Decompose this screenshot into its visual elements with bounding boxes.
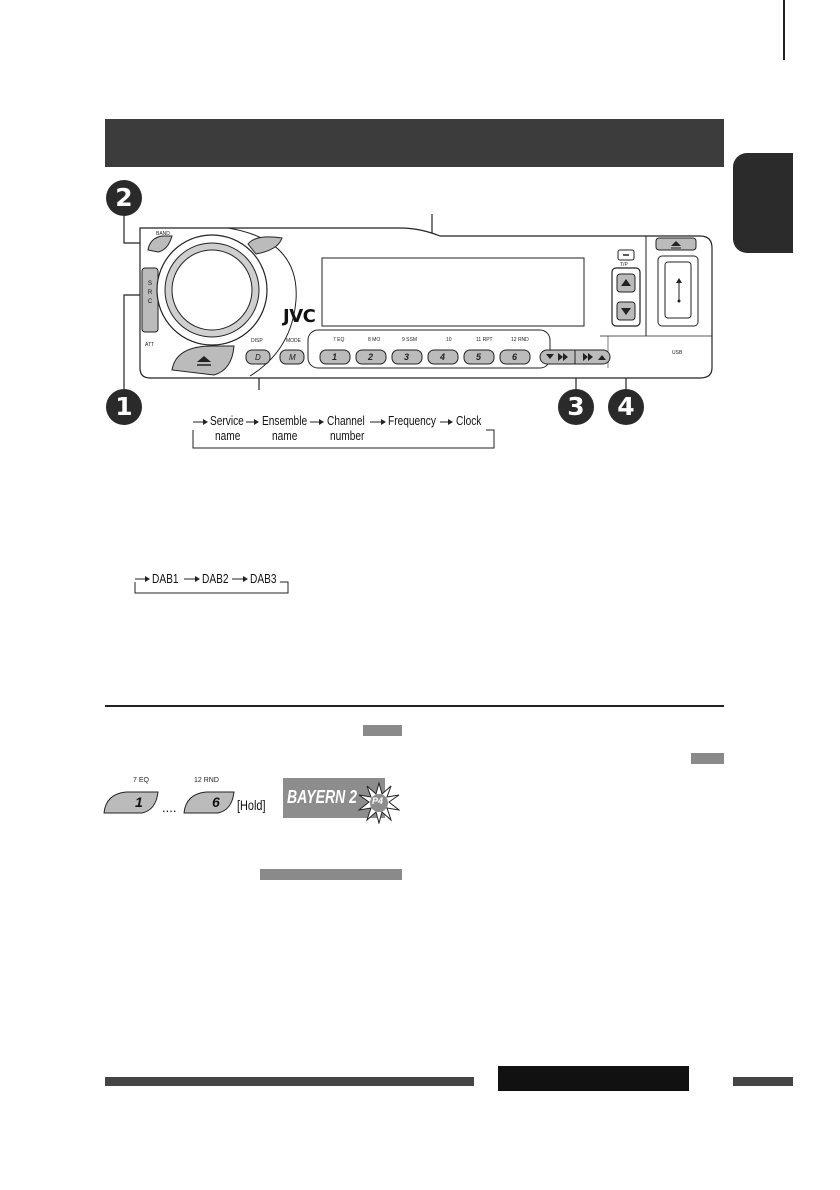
example-station: BAYERN 2	[287, 787, 357, 807]
src-letter-r: R	[147, 290, 153, 296]
section-header-bar	[105, 119, 724, 167]
band-item-dab2: DAB2	[202, 571, 229, 586]
example-btn1: 1	[135, 794, 143, 810]
page-edge-line	[783, 0, 785, 60]
car-stereo-unit	[123, 214, 713, 390]
band-item-dab3: DAB3	[250, 571, 277, 586]
example-preset-burst	[358, 782, 400, 824]
flow-service-line1: Service	[210, 413, 244, 428]
section-divider	[105, 705, 724, 707]
preset-sub-label-10: 10	[446, 337, 452, 343]
preset-button-5: 5	[476, 352, 482, 362]
disp-label: DISP	[251, 338, 263, 344]
preset-sub-label-12: 12 RND	[511, 337, 529, 343]
flow-ensemble-line1: Ensemble	[262, 413, 308, 428]
preset-button-1: 1	[332, 352, 338, 362]
brand-logo: JVC	[283, 306, 316, 327]
d-button-label: D	[255, 353, 261, 362]
example-dots: ....	[162, 800, 177, 815]
preset-sub-label-7: 7 EQ	[333, 337, 345, 343]
preset-button-4: 4	[440, 352, 446, 362]
language-side-tab	[733, 153, 793, 253]
tp-label: T/P	[620, 262, 628, 268]
preset-sub-label-11: 11 RPT	[476, 337, 493, 343]
flow-channel-line2: number	[330, 428, 365, 443]
gray-label-bar-2	[691, 753, 724, 764]
flow-service-line2: name	[215, 428, 241, 443]
callout-3: 3	[558, 389, 594, 425]
flow-item-ensemble: Ensemble name	[262, 413, 320, 443]
example-btn1-sub: 7 EQ	[133, 777, 149, 784]
callout-1: 1	[106, 389, 142, 425]
footer-bar-left	[105, 1077, 474, 1086]
flow-item-clock: Clock	[456, 413, 489, 428]
callout-4: 4	[608, 389, 644, 425]
gray-label-bar-1	[363, 725, 402, 736]
example-btn6-sub: 12 RND	[194, 777, 219, 784]
flow-channel-line1: Channel	[327, 413, 365, 428]
band-label: BAND	[156, 231, 170, 237]
footer-bar-right	[733, 1077, 793, 1086]
preset-button-2: 2	[368, 352, 374, 362]
example-btn6: 6	[212, 794, 220, 810]
footer-bar-middle	[498, 1066, 689, 1091]
src-label: S R C	[146, 280, 154, 307]
flow-item-service: Service name	[210, 413, 253, 443]
flow-clock-line1: Clock	[456, 413, 482, 428]
preset-sub-label-9: 9 SSM	[402, 337, 418, 343]
preset-button-3: 3	[404, 352, 410, 362]
flow-item-channel: Channel number	[327, 413, 375, 443]
gray-label-bar-3	[260, 869, 402, 880]
att-label: ATT	[145, 342, 155, 348]
preset-button-6: 6	[512, 352, 518, 362]
callout-2: 2	[106, 180, 142, 216]
flow-ensemble-line2: name	[272, 428, 298, 443]
src-letter-c: C	[147, 299, 153, 305]
usb-label: USB	[672, 350, 683, 356]
mode-label: MODE	[286, 338, 301, 344]
preset-sub-label-8: 8 MO	[368, 337, 381, 343]
src-letter-s: S	[147, 281, 152, 287]
example-hold: [Hold]	[237, 797, 266, 813]
m-button-label: M	[289, 353, 296, 362]
flow-frequency-line1: Frequency	[388, 413, 436, 428]
example-preset-badge: P4	[372, 796, 384, 806]
flow-item-frequency: Frequency	[388, 413, 449, 428]
band-item-dab1: DAB1	[152, 571, 179, 586]
